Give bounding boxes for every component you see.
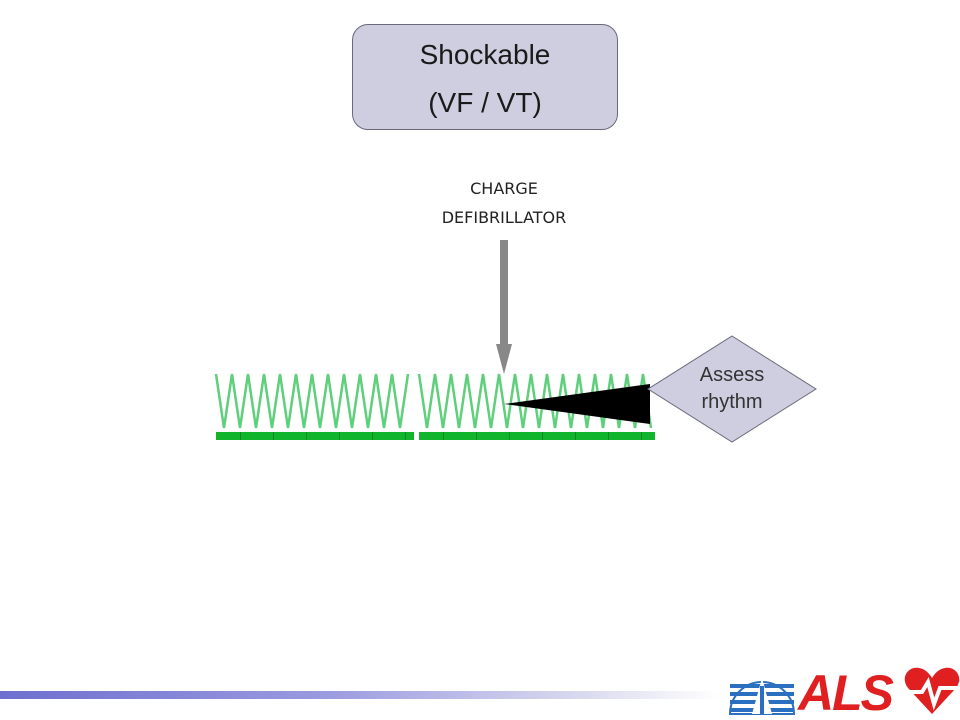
logo-text: ALS [798,665,894,720]
arrow-shaft [500,240,508,350]
footer-gradient-line [0,691,720,699]
ecg-bar [216,432,414,440]
ecg-bar-divider [575,432,576,440]
shockable-box: Shockable (VF / VT) [352,24,618,130]
charge-label-line1: CHARGE [470,179,538,198]
ecg-bar-divider [306,432,307,440]
ecg-wave [214,373,410,429]
ecg-bar-divider [608,432,609,440]
charge-label-line2: DEFIBRILLATOR [441,208,567,227]
ecg-bar [419,432,655,440]
assess-rhythm-diamond [647,335,817,443]
globe-icon [728,678,796,715]
shockable-rhythms-label: (VF / VT) [428,87,542,118]
charge-defibrillator-label: CHARGE DEFIBRILLATOR [404,174,604,232]
assess-label-line2: rhythm [701,391,763,413]
heart-icon [904,667,960,714]
arrow-head [496,344,512,374]
assess-label-line1: Assess [699,364,765,386]
ecg-bar-divider [641,432,642,440]
ecg-bar-divider [509,432,510,440]
ecg-bar-divider [240,432,241,440]
charge-arrow [496,240,512,374]
ecg-bar-divider [372,432,373,440]
shockable-label: Shockable [419,39,551,70]
assess-rhythm-label: Assess rhythm [672,362,792,416]
timeline-wedge [504,384,650,424]
ecg-bar-divider [476,432,477,440]
ecg-bar-divider [443,432,444,440]
ecg-bar-divider [542,432,543,440]
ecg-bar-divider [273,432,274,440]
ecg-bar-divider [339,432,340,440]
als-logo: ALS [726,662,960,720]
ecg-bar-divider [405,432,406,440]
